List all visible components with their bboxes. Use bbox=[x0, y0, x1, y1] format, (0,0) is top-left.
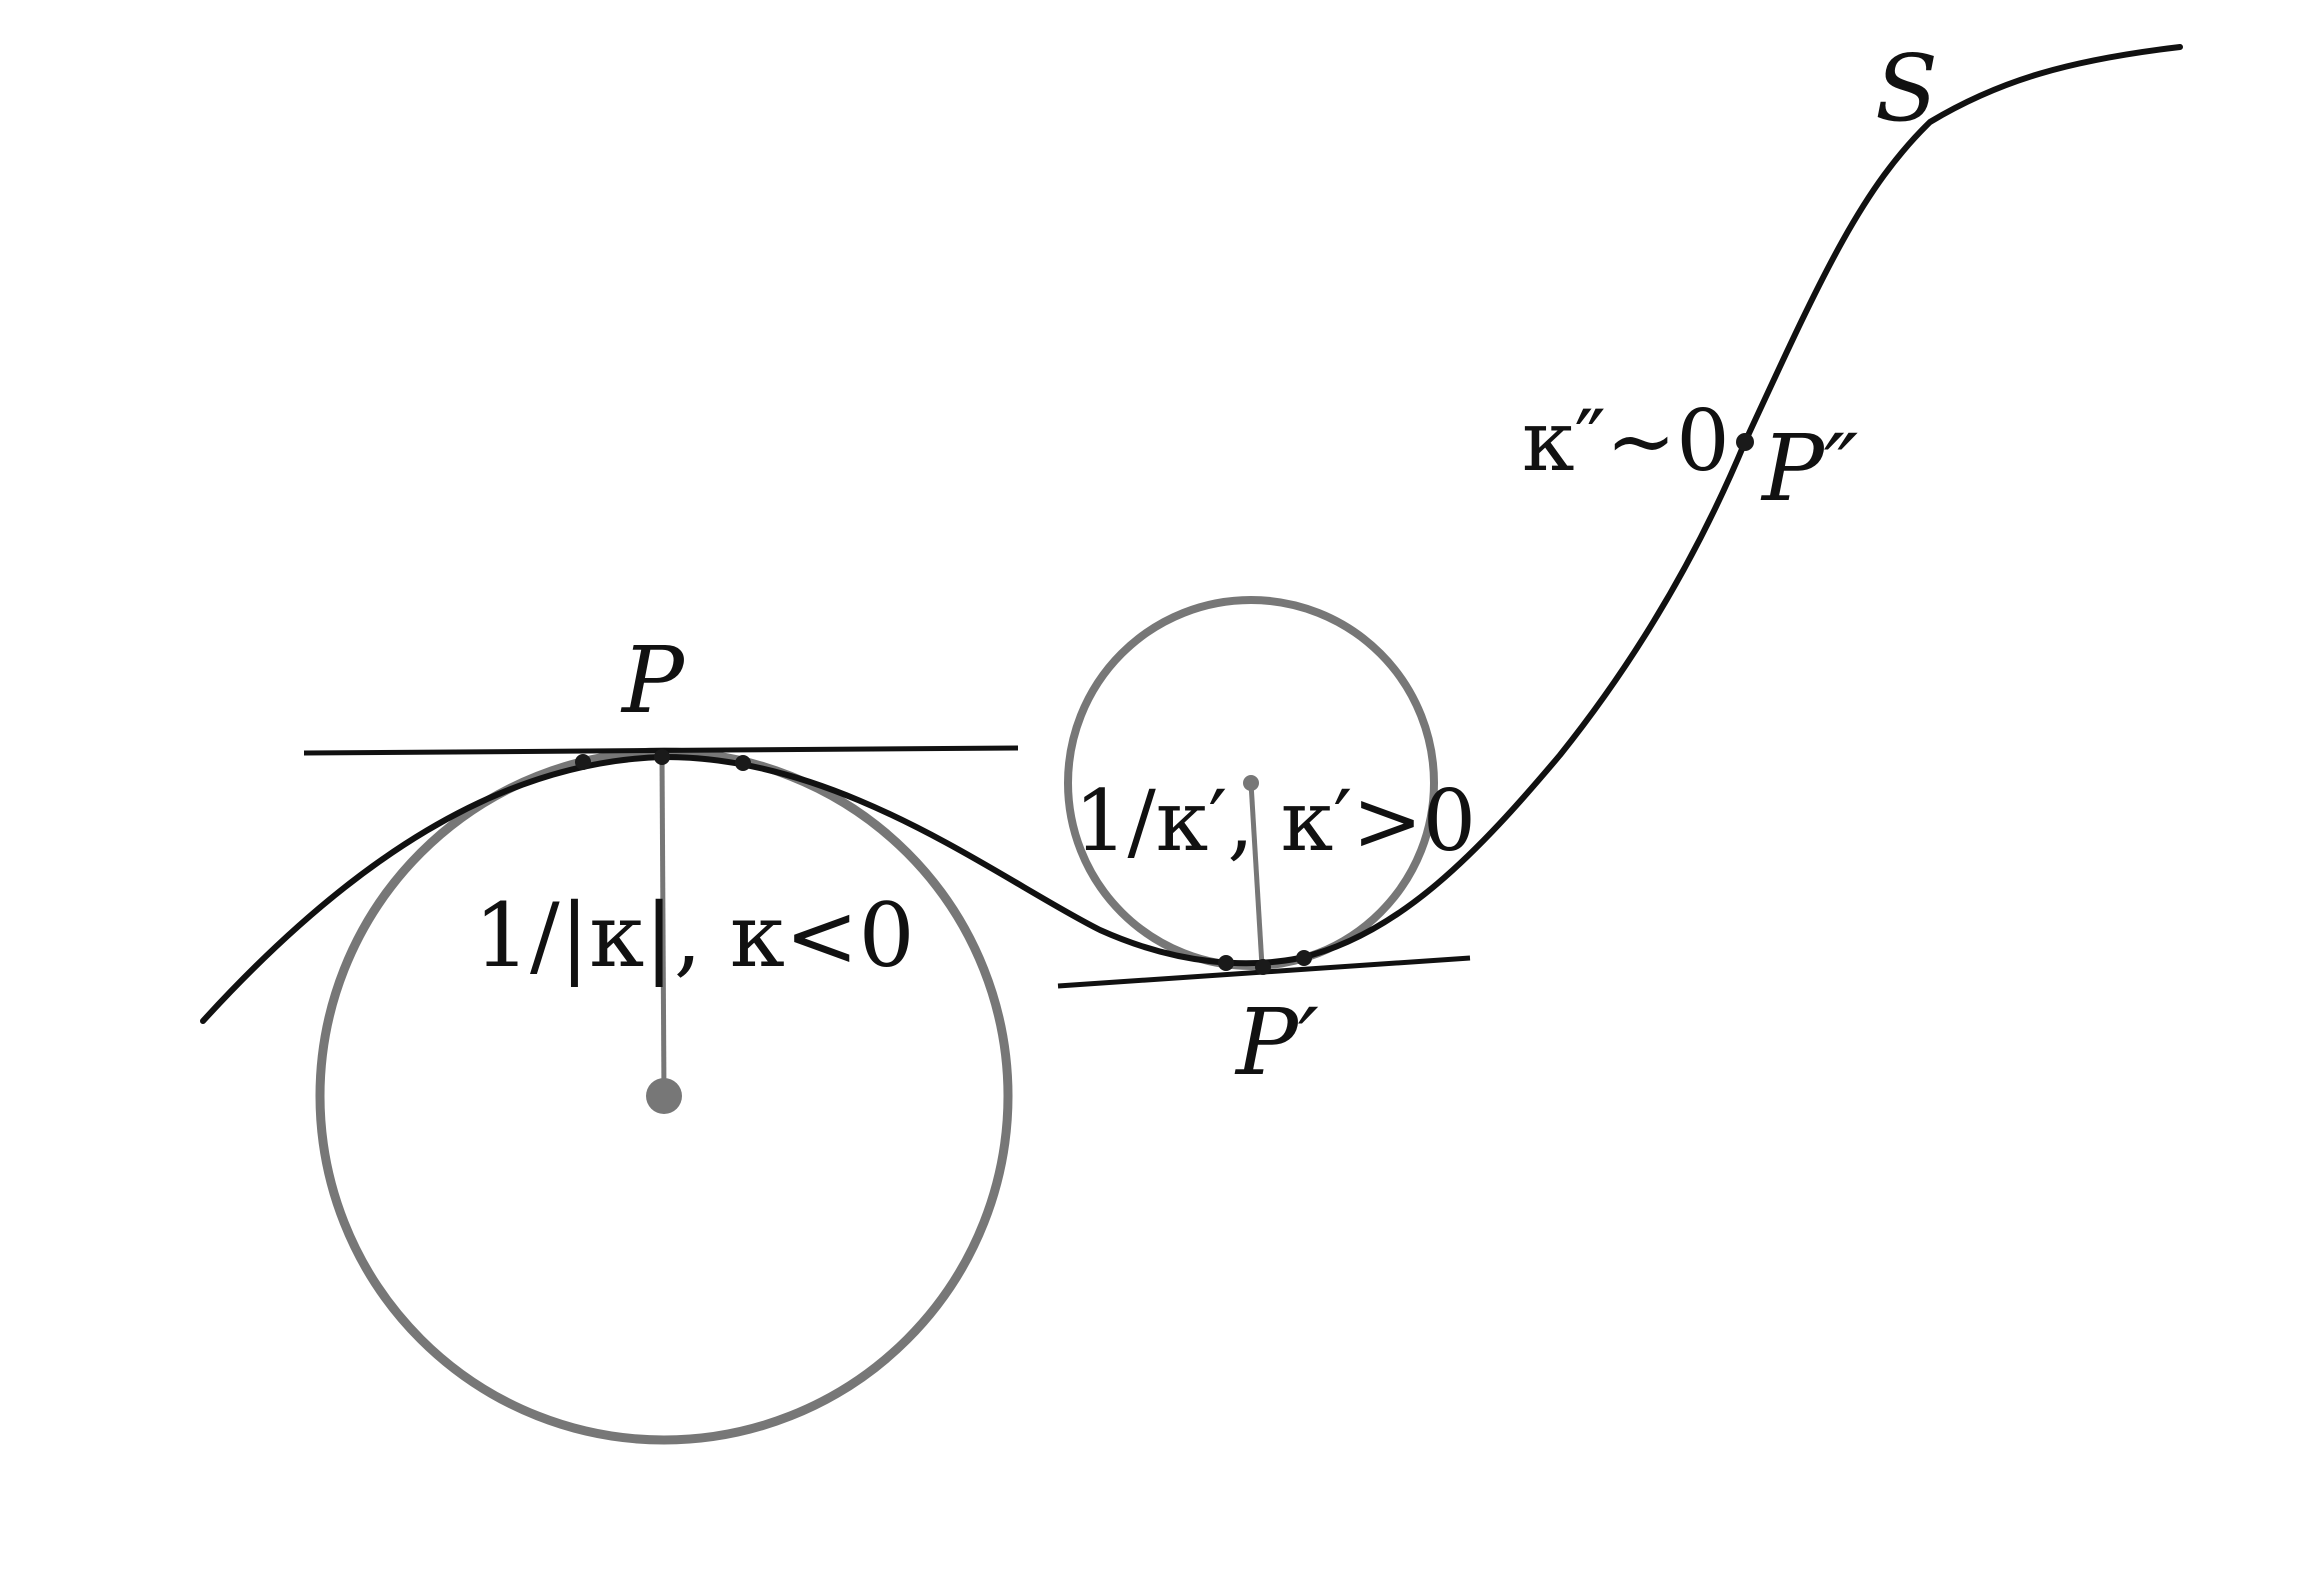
label-radius-p-prime: 1/κ′, κ′>0 bbox=[1074, 772, 1476, 870]
radius-line-p-prime bbox=[1248, 782, 1265, 967]
point-p-left bbox=[575, 754, 591, 770]
label-point-p-prime: P′ bbox=[1234, 989, 1319, 1096]
point-p-right bbox=[735, 755, 751, 771]
point-p-prime-left bbox=[1218, 955, 1234, 971]
label-curve-s: S bbox=[1875, 35, 1938, 142]
label-curvature-p-double-prime: κ″~0 bbox=[1522, 392, 1730, 490]
circle-center-p-prime bbox=[1243, 775, 1259, 791]
point-p bbox=[654, 749, 670, 765]
circle-center-p bbox=[646, 1078, 682, 1114]
point-p-prime-right bbox=[1296, 950, 1312, 966]
curve-s bbox=[200, 44, 2183, 1024]
point-p-prime bbox=[1255, 959, 1271, 975]
label-radius-p: 1/|κ|, κ<0 bbox=[474, 884, 915, 987]
label-point-p-double-prime: P″ bbox=[1760, 415, 1858, 522]
point-p-double-prime bbox=[1736, 433, 1754, 451]
label-point-p: P bbox=[620, 627, 686, 734]
radius-line-p bbox=[659, 756, 667, 1097]
